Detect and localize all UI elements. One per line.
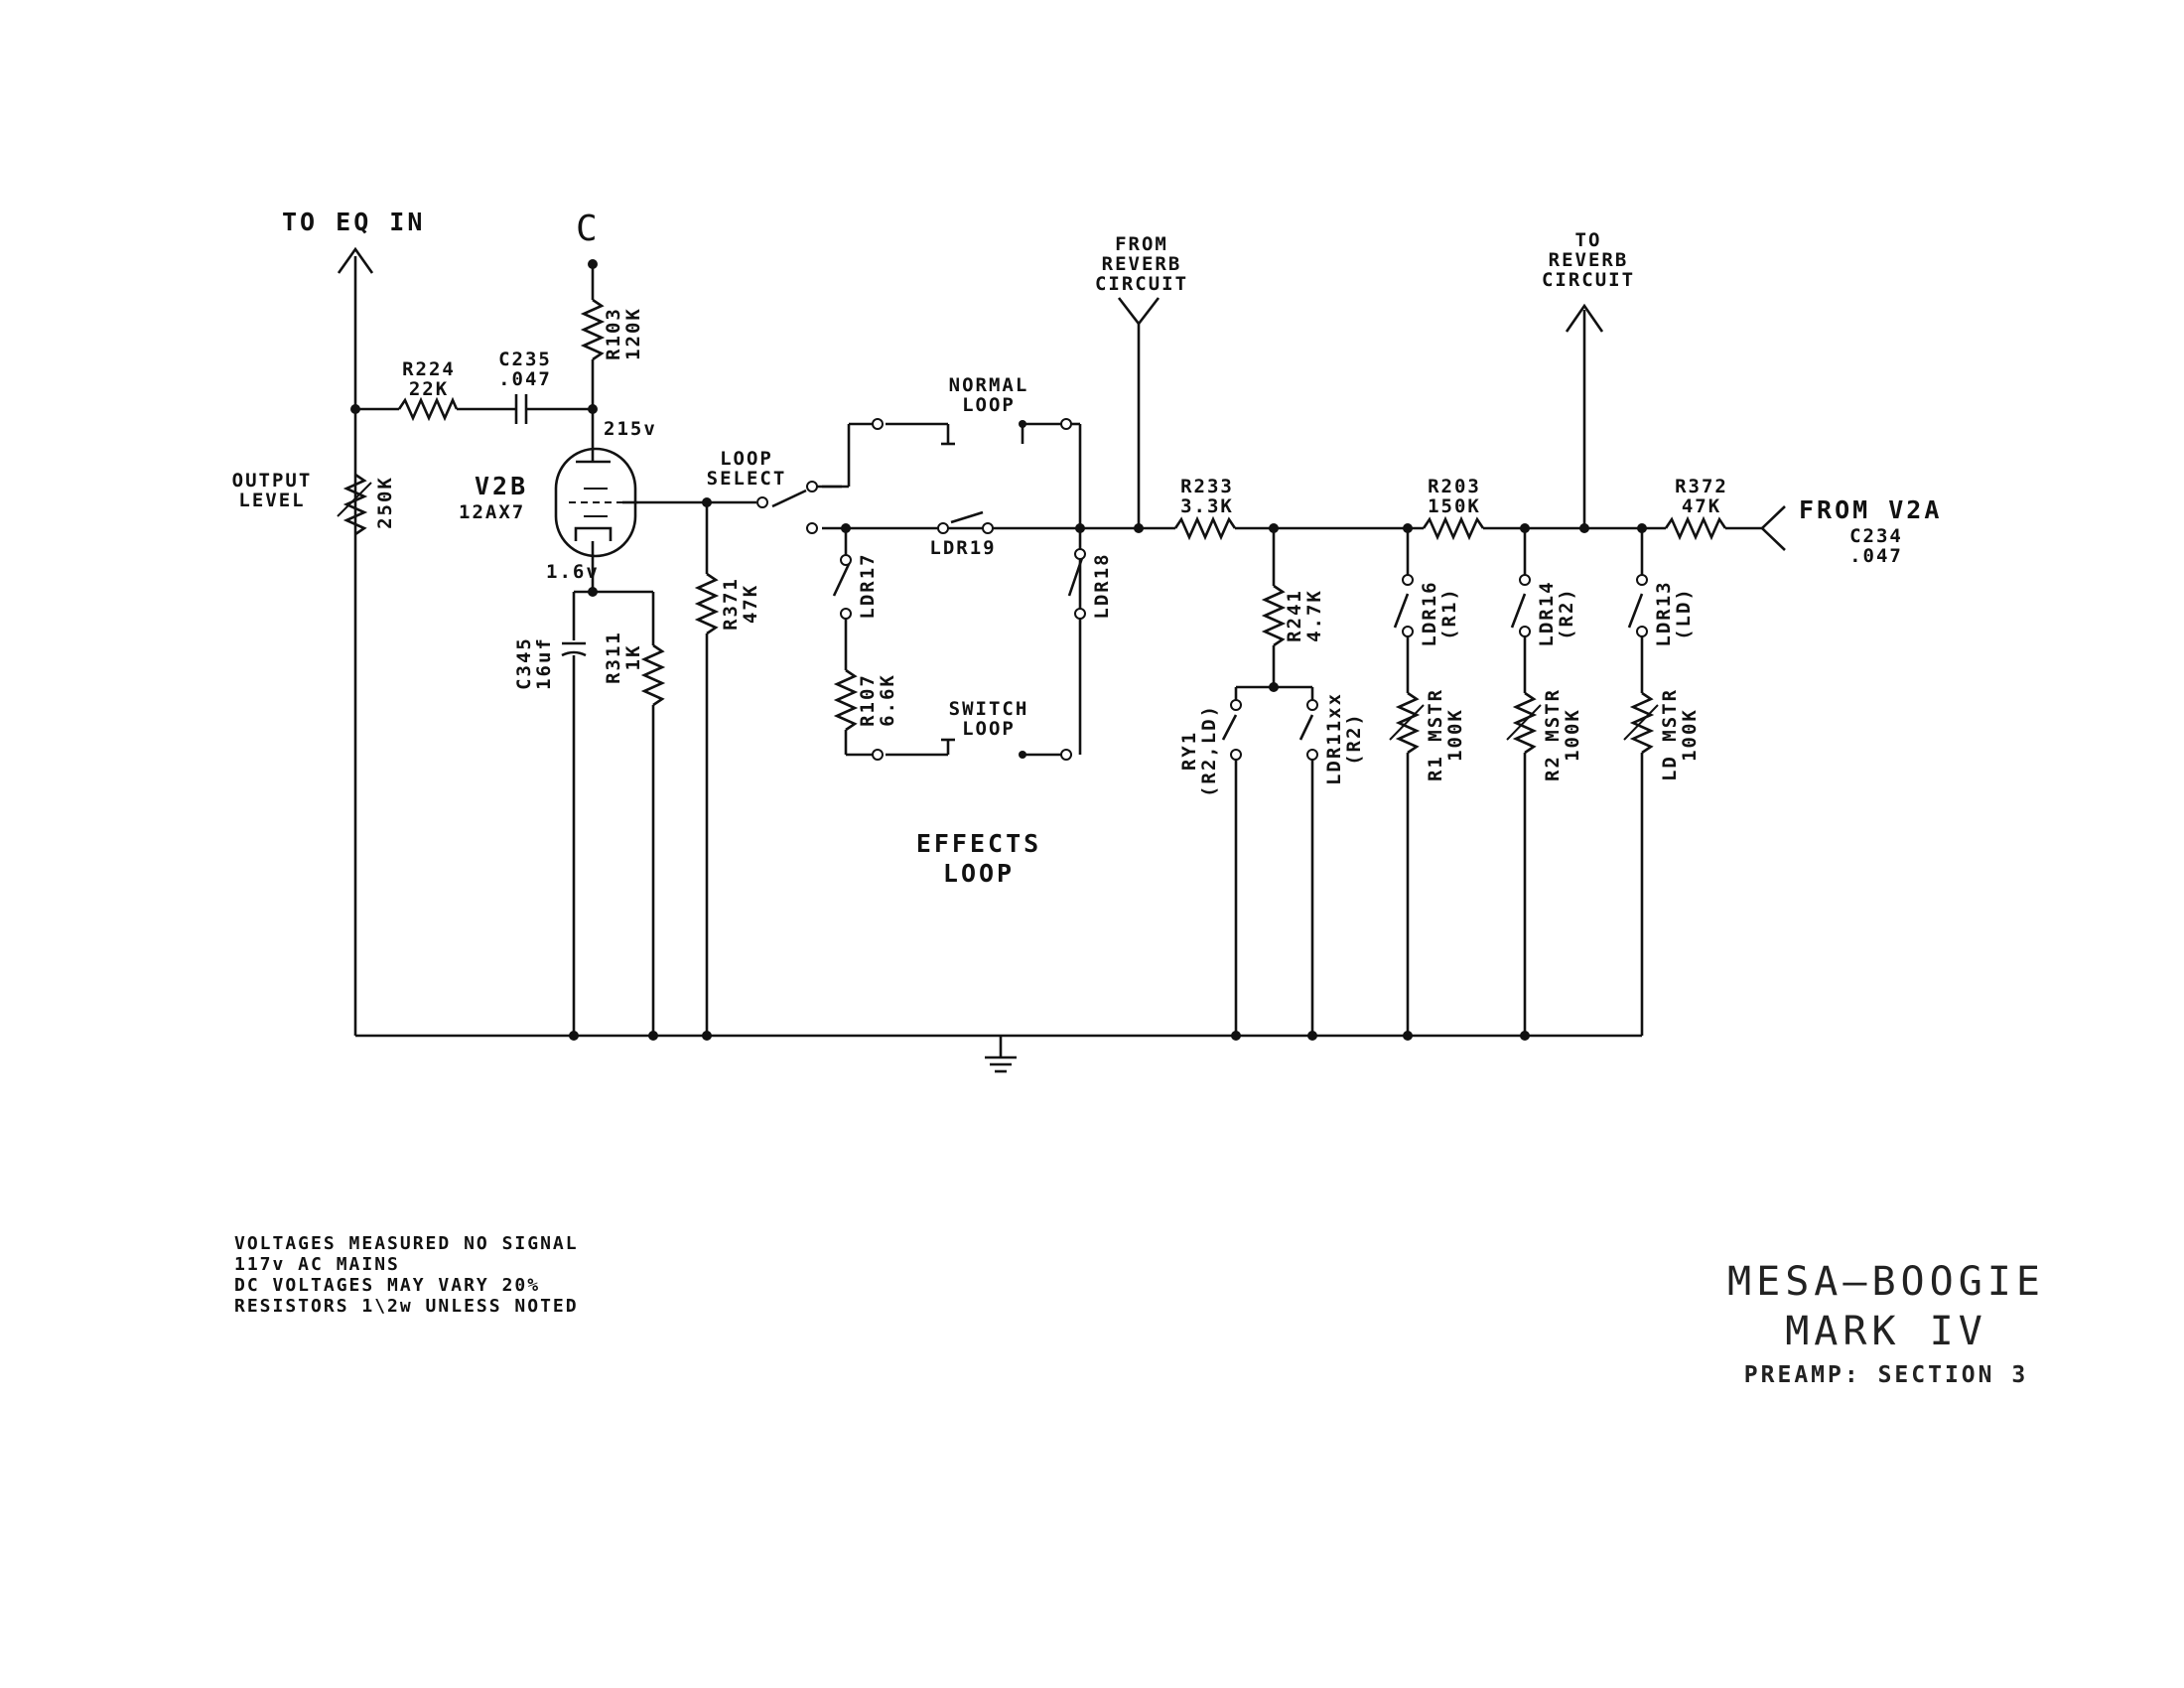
ldr17-label: LDR17 [857,552,879,619]
normal-loop-label-2: LOOP [962,394,1016,416]
c345-value: 16uf [533,636,555,690]
ldr11-name: LDR11xx [1323,692,1345,785]
tube-name: V2B [475,472,528,500]
ry1-value: (R2,LD) [1198,704,1220,797]
plate-voltage: 215v [604,418,657,440]
junction-dots [350,259,1647,1041]
from-reverb-label-3: CIRCUIT [1095,273,1188,295]
r2-mstr-name: R2 MSTR [1542,688,1564,781]
switch-terminals [756,418,1648,761]
c234-name: C234 [1849,525,1903,547]
ldr14-value: (R2) [1556,587,1577,640]
r103-name: R103 [603,307,624,360]
r224-value: 22K [409,378,449,400]
switch-loop-label-2: LOOP [962,718,1016,740]
note-line: VOLTAGES MEASURED NO SIGNAL [234,1233,579,1254]
loop-select-label-1: LOOP [720,448,773,470]
note-line: RESISTORS 1\2w UNLESS NOTED [234,1296,579,1317]
output-level-label-2: LEVEL [238,490,305,511]
output-level-label-1: OUTPUT [232,470,313,492]
ldr18-label: LDR18 [1091,552,1113,619]
to-reverb-label-2: REVERB [1549,249,1629,271]
ldr11-value: (R2) [1343,712,1365,766]
effects-loop-label-2: LOOP [943,859,1015,888]
voltage-notes: VOLTAGES MEASURED NO SIGNAL 117v AC MAIN… [234,1233,751,1317]
ry1-name: RY1 [1178,731,1200,771]
schematic-wiring [337,246,1786,1073]
switch-loop-label-1: SWITCH [949,698,1029,720]
from-reverb-label-1: FROM [1115,233,1168,255]
ldr13-value: (LD) [1673,587,1695,640]
r371-value: 47K [740,584,761,624]
ldr16-value: (R1) [1438,587,1460,640]
c235-name: C235 [498,349,552,370]
to-eq-in-label: TO EQ IN [282,208,425,236]
ldr14-name: LDR14 [1536,580,1558,646]
r372-value: 47K [1682,495,1721,517]
ld-mstr-value: 100K [1679,708,1701,762]
r203-name: R203 [1428,476,1481,497]
ldr16-name: LDR16 [1419,580,1440,646]
r203-value: 150K [1428,495,1481,517]
r372-name: R372 [1675,476,1728,497]
r241-value: 4.7K [1303,589,1325,642]
c235-value: .047 [498,368,552,390]
r233-name: R233 [1180,476,1234,497]
r233-value: 3.3K [1180,495,1234,517]
cathode-voltage: 1.6v [546,561,600,583]
r241-name: R241 [1284,589,1305,642]
r1-mstr-value: 100K [1444,708,1466,762]
note-line: 117v AC MAINS [234,1254,400,1275]
pot-value: 250K [374,476,396,529]
r2-mstr-value: 100K [1562,708,1583,762]
to-reverb-label-3: CIRCUIT [1542,269,1635,291]
title-section: PREAMP: SECTION 3 [1743,1362,2029,1388]
c-node-label: C [576,209,598,249]
r107-value: 6.6K [877,673,898,727]
title-model: MARK IV [1785,1309,1987,1354]
loop-select-label-2: SELECT [707,468,787,490]
r1-mstr-name: R1 MSTR [1425,688,1446,781]
tube-type: 12AX7 [459,501,525,523]
title-brand: MESA—BOOGIE [1727,1259,2045,1305]
from-reverb-label-2: REVERB [1102,253,1182,275]
c234-value: .047 [1849,545,1903,567]
effects-loop-label-1: EFFECTS [916,829,1041,858]
r103-value: 120K [622,307,644,360]
r107-name: R107 [857,673,879,727]
ld-mstr-name: LD MSTR [1659,688,1681,781]
c345-name: C345 [513,636,535,690]
r311-name: R311 [603,631,624,684]
r311-value: 1K [622,644,644,671]
normal-loop-label-1: NORMAL [949,374,1029,396]
note-line: DC VOLTAGES MAY VARY 20% [234,1275,541,1296]
r224-name: R224 [402,358,456,380]
r371-name: R371 [720,577,742,631]
to-reverb-label-1: TO [1575,229,1602,251]
ldr19-label: LDR19 [929,537,996,559]
ldr13-name: LDR13 [1653,580,1675,646]
from-v2a-label: FROM V2A [1799,495,1942,524]
